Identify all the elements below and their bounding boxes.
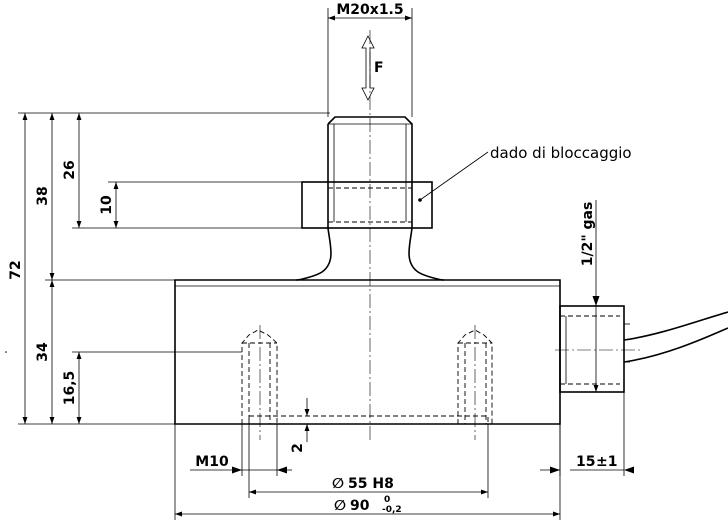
force-arrow (361, 35, 375, 101)
tol-upper-90: 0 (384, 495, 390, 505)
thread-dim-label: M20x1.5 (336, 2, 403, 18)
diameter-symbol-90: ∅ (334, 498, 346, 514)
left-extension-lines (18, 112, 330, 425)
dim-label-34: 34 (35, 342, 51, 362)
tol-lower-90: -0,2 (382, 505, 402, 515)
dim-label-90: 90 (350, 498, 370, 514)
gap-dim-label: 2 (290, 443, 306, 453)
gas-dim-lines (562, 305, 600, 393)
threaded-hole-left (241, 329, 278, 424)
force-label: F (374, 60, 384, 76)
stray-dot (5, 351, 7, 353)
thread-dim-lines (327, 8, 413, 117)
dim-label-72: 72 (8, 260, 24, 279)
gas-fitting-label: 1/2" gas (580, 202, 596, 267)
lock-nut-note: dado di bloccaggio (490, 144, 632, 162)
dim-label-m10: M10 (195, 454, 229, 470)
lock-nut-leader (419, 151, 489, 201)
tol-label-15: ±1 (596, 454, 617, 470)
dim-label-15: 15 (576, 454, 595, 470)
dim-label-26: 26 (62, 160, 78, 179)
threaded-stud (295, 116, 445, 281)
center-lines (259, 30, 640, 440)
diameter-symbol-55: ∅ (332, 476, 344, 492)
cable-fitting (559, 305, 728, 393)
dim-label-55: 55 H8 (348, 476, 394, 492)
dim-label-10: 10 (99, 195, 115, 215)
dim-label-38: 38 (35, 186, 51, 205)
lock-nut-leader-dot (418, 198, 422, 202)
dim-arrow-gas-top (592, 296, 600, 306)
dim-label-16-5: 16,5 (62, 371, 78, 406)
